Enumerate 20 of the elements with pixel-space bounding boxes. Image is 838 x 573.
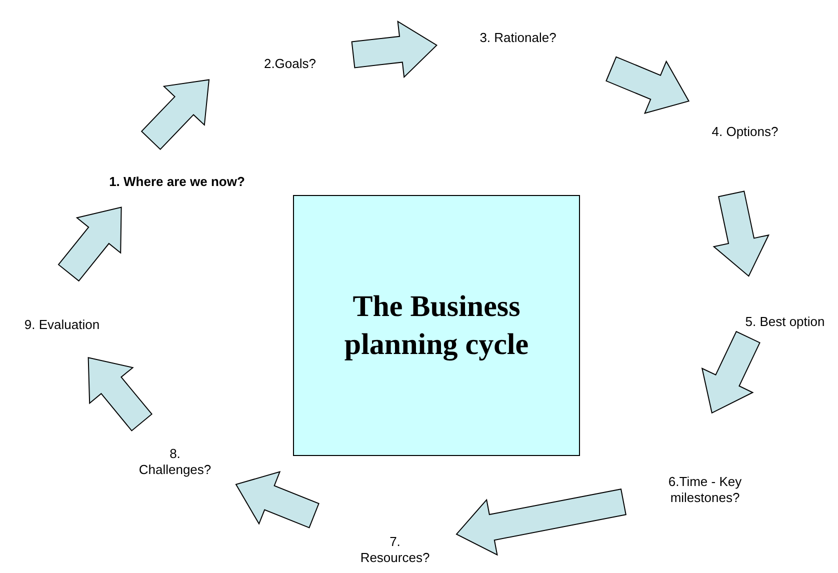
stage-label: 1. Where are we now? (72, 174, 282, 190)
block-arrow (235, 471, 320, 528)
stage-label: 2.Goals? (245, 56, 335, 72)
stage-label: 8. Challenges? (135, 446, 215, 478)
block-arrow (88, 356, 152, 432)
stage-label: 6.Time - Key milestones? (640, 474, 770, 506)
block-arrow (140, 79, 210, 150)
block-arrow (58, 206, 122, 282)
block-arrow (606, 56, 690, 114)
title-box (293, 195, 580, 456)
box-label: The Business planning cycle (343, 289, 530, 363)
stage-label: 9. Evaluation (7, 316, 117, 334)
stage-label: 4. Options? (695, 124, 795, 140)
block-arrow (456, 488, 626, 556)
stage-label: 5. Best option (735, 314, 835, 330)
stage-label: 3. Rationale? (463, 30, 573, 46)
block-arrow (701, 330, 760, 414)
stage-label: 7. Resources? (355, 534, 435, 566)
block-arrow (712, 190, 770, 277)
block-arrow (351, 20, 438, 78)
